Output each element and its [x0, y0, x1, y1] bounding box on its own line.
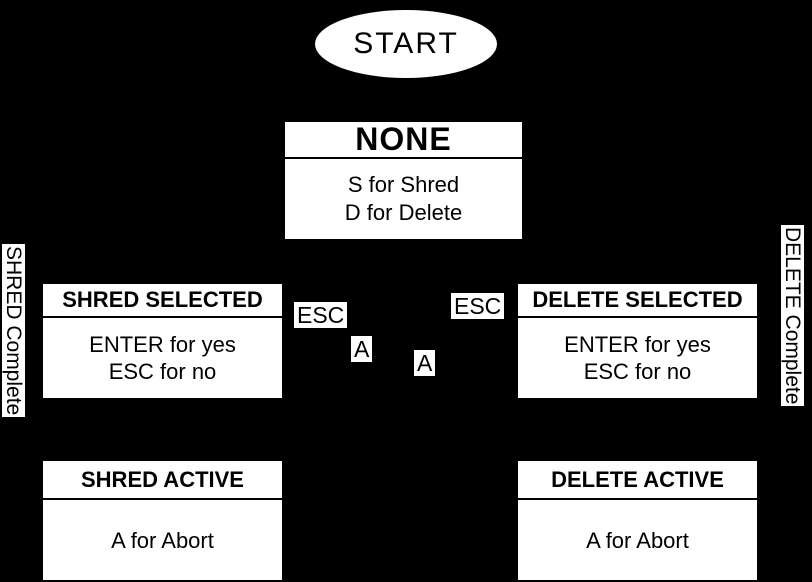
edge-label-esc-right: ESC	[451, 293, 505, 319]
state-shred-active-title: SHRED ACTIVE	[43, 461, 282, 500]
start-node: START	[315, 10, 497, 78]
state-delete-selected: DELETE SELECTED ENTER for yes ESC for no	[518, 284, 757, 398]
state-shred-active: SHRED ACTIVE A for Abort	[43, 461, 282, 580]
state-shred-selected-title: SHRED SELECTED	[43, 284, 282, 318]
state-none-body: S for Shred D for Delete	[285, 159, 522, 239]
edge-label-a-right: A	[414, 350, 436, 376]
state-delete-active-body: A for Abort	[518, 500, 757, 580]
state-none-title: NONE	[285, 121, 522, 159]
side-label-delete-complete: DELETE Complete	[781, 225, 804, 407]
state-body-line: S for Shred	[347, 172, 460, 197]
state-body-line: ESC for no	[583, 359, 692, 384]
edge-label-a-left: A	[351, 336, 373, 362]
state-shred-selected-body: ENTER for yes ESC for no	[43, 318, 282, 398]
edge-label-esc-left: ESC	[294, 302, 348, 328]
state-delete-active: DELETE ACTIVE A for Abort	[518, 461, 757, 580]
state-shred-active-body: A for Abort	[43, 500, 282, 580]
start-node-label: START	[353, 27, 459, 60]
state-body-line: A for Abort	[586, 527, 689, 553]
state-delete-selected-title: DELETE SELECTED	[518, 284, 757, 318]
state-body-line: ENTER for yes	[564, 332, 711, 357]
state-none: NONE S for Shred D for Delete	[285, 121, 522, 239]
state-delete-active-title: DELETE ACTIVE	[518, 461, 757, 500]
side-label-shred-complete: SHRED Complete	[2, 244, 25, 418]
state-body-line: D for Delete	[344, 200, 463, 225]
state-body-line: ENTER for yes	[89, 332, 236, 357]
state-delete-selected-body: ENTER for yes ESC for no	[518, 318, 757, 398]
state-body-line: ESC for no	[108, 359, 217, 384]
state-body-line: A for Abort	[111, 527, 214, 553]
state-shred-selected: SHRED SELECTED ENTER for yes ESC for no	[43, 284, 282, 398]
